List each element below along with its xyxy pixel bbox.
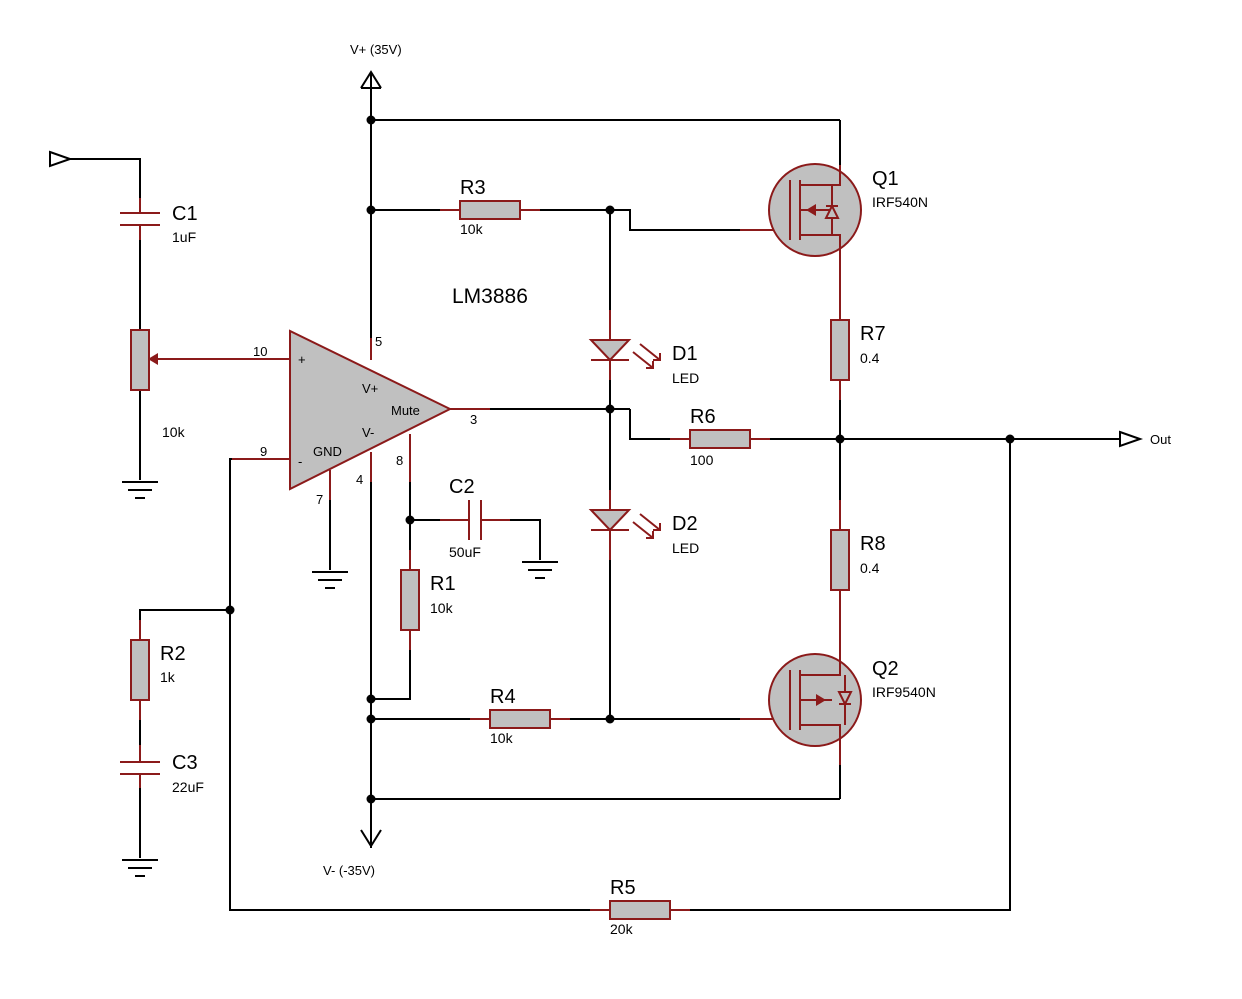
r6-ref: R6 bbox=[690, 406, 716, 428]
ground-symbols bbox=[122, 481, 558, 877]
d2-ref: D2 bbox=[672, 513, 698, 535]
ground-symbol-pot bbox=[122, 481, 158, 499]
input-terminal bbox=[49, 150, 74, 168]
r6-value: 100 bbox=[690, 452, 714, 468]
resistor-r7: R7 0.4 bbox=[830, 300, 886, 400]
ic-pin-5: 5 bbox=[375, 334, 382, 349]
led-d1: D1 LED bbox=[588, 310, 699, 386]
ground-symbol-c2 bbox=[522, 561, 558, 579]
d1-light-arrows-icon bbox=[632, 343, 661, 369]
q1-value: IRF540N bbox=[872, 194, 928, 210]
resistor-r8: R8 0.4 bbox=[830, 500, 886, 610]
wires bbox=[70, 92, 1120, 911]
vminus-label: V- (-35V) bbox=[323, 863, 375, 878]
capacitor-c2: C2 50uF bbox=[440, 476, 510, 560]
r8-value: 0.4 bbox=[860, 560, 880, 576]
vplus-rail-symbol: V+ (35V) bbox=[350, 42, 402, 92]
ic-label-gnd: GND bbox=[313, 444, 342, 459]
r1-ref: R1 bbox=[430, 573, 456, 595]
ic-pin-9: 9 bbox=[260, 444, 267, 459]
resistor-r6: R6 100 bbox=[670, 406, 770, 468]
ic-pin-8: 8 bbox=[396, 453, 403, 468]
resistor-r5: R5 20k bbox=[590, 877, 690, 937]
q1-ref: Q1 bbox=[872, 168, 899, 190]
r4-value: 10k bbox=[490, 730, 514, 746]
r7-value: 0.4 bbox=[860, 350, 880, 366]
c3-value: 22uF bbox=[172, 779, 204, 795]
r7-ref: R7 bbox=[860, 323, 886, 345]
output-terminal: Out bbox=[1119, 430, 1171, 448]
ic-label-plus: + bbox=[298, 352, 306, 367]
ic-label-minus: - bbox=[298, 454, 302, 469]
mosfet-q2: Q2 IRF9540N bbox=[740, 610, 936, 765]
ic-label-mute: Mute bbox=[391, 403, 420, 418]
d1-ref: D1 bbox=[672, 343, 698, 365]
resistor-r2: R2 1k bbox=[130, 620, 186, 720]
ic-pin-4: 4 bbox=[356, 472, 363, 487]
c2-ref: C2 bbox=[449, 476, 475, 498]
r3-value: 10k bbox=[460, 221, 484, 237]
vplus-label: V+ (35V) bbox=[350, 42, 402, 57]
c2-value: 50uF bbox=[449, 544, 481, 560]
resistor-r4: R4 10k bbox=[470, 686, 570, 746]
capacitor-c1: C1 1uF bbox=[120, 198, 198, 245]
ic-label-vplus: V+ bbox=[362, 381, 378, 396]
ic-pin-10: 10 bbox=[253, 344, 267, 359]
r5-value: 20k bbox=[610, 921, 634, 937]
vminus-rail-symbol: V- (-35V) bbox=[323, 829, 382, 878]
ic-pin-3: 3 bbox=[470, 412, 477, 427]
q2-ref: Q2 bbox=[872, 658, 899, 680]
mosfet-q1: Q1 IRF540N bbox=[740, 163, 928, 300]
c1-value: 1uF bbox=[172, 229, 196, 245]
r4-ref: R4 bbox=[490, 686, 516, 708]
potentiometer: 10k bbox=[130, 329, 252, 440]
lm3886-amplifier: 10 9 5 3 8 4 7 + - V+ V- Mute GND LM3886 bbox=[232, 285, 528, 507]
r3-ref: R3 bbox=[460, 177, 486, 199]
resistor-r3: R3 10k bbox=[440, 177, 540, 237]
ic-name: LM3886 bbox=[452, 285, 528, 308]
capacitor-c3: C3 22uF bbox=[120, 745, 204, 795]
r2-value: 1k bbox=[160, 669, 176, 685]
d1-value: LED bbox=[672, 370, 699, 386]
q2-value: IRF9540N bbox=[872, 684, 936, 700]
ground-symbol-c3 bbox=[122, 859, 158, 877]
led-d2: D2 LED bbox=[588, 490, 699, 560]
resistor-r1: R1 10k bbox=[400, 550, 456, 650]
junction-dots bbox=[225, 115, 1015, 804]
ic-label-vminus: V- bbox=[362, 425, 374, 440]
c3-ref: C3 bbox=[172, 752, 198, 774]
r5-ref: R5 bbox=[610, 877, 636, 899]
r8-ref: R8 bbox=[860, 533, 886, 555]
r1-value: 10k bbox=[430, 600, 454, 616]
d2-value: LED bbox=[672, 540, 699, 556]
c1-ref: C1 bbox=[172, 203, 198, 225]
d2-light-arrows-icon bbox=[632, 513, 661, 539]
ic-pin-7: 7 bbox=[316, 492, 323, 507]
output-label: Out bbox=[1150, 432, 1171, 447]
ground-symbol-ic bbox=[312, 571, 348, 589]
pot-value: 10k bbox=[162, 424, 186, 440]
r2-ref: R2 bbox=[160, 643, 186, 665]
